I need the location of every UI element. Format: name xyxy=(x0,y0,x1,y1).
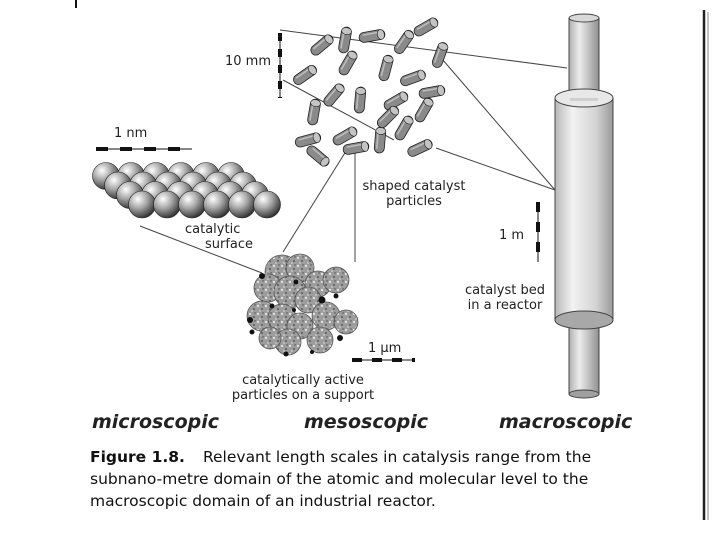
label-catalytically-active-particles: catalytically active particles on a supp… xyxy=(231,373,375,403)
scale-label-1m: 1 m xyxy=(499,228,525,243)
catalyst-pellet xyxy=(310,34,334,56)
level-macroscopic: macroscopic xyxy=(499,411,633,433)
atom xyxy=(153,190,181,219)
catalyst-pellet xyxy=(323,83,345,107)
catalyst-pellet xyxy=(418,85,446,99)
level-mesoscopic: mesoscopic xyxy=(304,411,429,433)
catalyst-pellet xyxy=(394,30,415,54)
catalyst-pellet xyxy=(358,29,386,43)
catalyst-pellet xyxy=(307,98,321,126)
support-cluster xyxy=(246,253,359,357)
level-microscopic: microscopic xyxy=(92,411,219,433)
catalyst-pellet xyxy=(293,64,317,85)
figure-number: Figure 1.8. xyxy=(90,448,185,466)
catalyst-pellet xyxy=(394,115,414,141)
catalyst-pellet xyxy=(383,91,409,111)
atom xyxy=(178,190,206,219)
atomic-lattice xyxy=(92,162,281,219)
catalyst-pellet xyxy=(306,145,330,167)
scale-label-10mm: 10 mm xyxy=(225,54,272,69)
reactor xyxy=(554,13,614,399)
atom xyxy=(203,190,231,219)
atom xyxy=(228,190,256,219)
catalyst-pellet xyxy=(342,141,370,155)
catalyst-pellet xyxy=(414,97,434,123)
catalyst-pellet xyxy=(378,54,394,82)
catalyst-pellet xyxy=(431,42,449,68)
label-shaped-catalyst-particles: shaped catalyst particles xyxy=(362,179,466,209)
catalyst-pellet xyxy=(294,132,322,148)
catalyst-pellet xyxy=(332,126,358,146)
figure-caption: Figure 1.8.Relevant length scales in cat… xyxy=(90,446,635,512)
catalyst-pellet xyxy=(353,86,367,114)
catalyst-pellet xyxy=(338,50,358,76)
catalyst-pellet xyxy=(376,105,400,129)
catalyst-pellets xyxy=(293,17,449,167)
catalyst-pellet xyxy=(407,139,433,157)
catalyst-pellet xyxy=(413,17,439,37)
catalyst-pellet xyxy=(338,26,352,54)
catalyst-pellet xyxy=(373,126,387,154)
label-catalyst-bed: catalyst bed in a reactor xyxy=(465,283,545,313)
atom xyxy=(128,190,156,219)
label-catalytic-surface: catalytic surface xyxy=(185,222,254,252)
caption-text: Relevant length scales in catalysis rang… xyxy=(90,448,592,510)
atom xyxy=(253,190,281,219)
scale-label-1um: 1 µm xyxy=(368,341,402,356)
catalyst-pellet xyxy=(400,69,426,87)
scale-label-1nm: 1 nm xyxy=(114,126,148,141)
